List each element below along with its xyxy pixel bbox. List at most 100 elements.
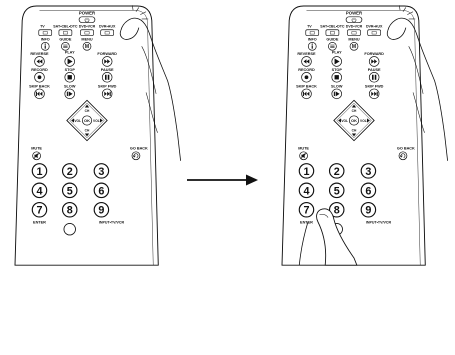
forward-button[interactable] <box>101 56 113 67</box>
info-button[interactable] <box>307 41 317 51</box>
reverse-button[interactable] <box>34 56 45 67</box>
channel-up-icon[interactable] <box>84 104 90 108</box>
digit-7-button[interactable]: 7 <box>298 201 315 218</box>
digit-6-label: 6 <box>365 185 371 197</box>
digit-4-button[interactable]: 4 <box>298 182 315 199</box>
guide-button[interactable] <box>328 41 337 51</box>
skip-fwd-button[interactable] <box>368 88 380 100</box>
digit-8-button[interactable]: 8 <box>328 201 345 218</box>
go-back-button[interactable] <box>398 151 408 161</box>
device-button-3[interactable] <box>367 29 381 36</box>
menu-label: MENU <box>348 38 359 42</box>
volume-down-icon[interactable] <box>338 118 342 123</box>
digit-8-button[interactable]: 8 <box>61 201 78 218</box>
digit-2-button[interactable]: 2 <box>61 163 78 179</box>
volume-up-icon[interactable] <box>99 118 103 123</box>
enter-label: ENTER <box>33 220 46 224</box>
power-label: POWER <box>346 11 363 16</box>
mute-button[interactable] <box>299 151 308 161</box>
channel-down-icon[interactable] <box>84 133 90 137</box>
device-button-0[interactable] <box>38 29 53 36</box>
record-button[interactable] <box>34 72 45 83</box>
fast-forward-icon <box>371 59 378 64</box>
digit-6-button[interactable]: 6 <box>93 182 110 199</box>
digit-4-label: 4 <box>36 185 42 197</box>
forward-label: FORWARD <box>97 52 117 56</box>
play-button[interactable] <box>64 56 75 67</box>
slow-button[interactable] <box>331 88 342 100</box>
stop-button[interactable] <box>331 72 342 83</box>
digit-7-label: 7 <box>36 205 42 217</box>
dvd-icon <box>351 31 357 35</box>
device-label-0: TV <box>40 25 45 29</box>
info-button[interactable] <box>40 41 50 51</box>
volume-up-icon[interactable] <box>366 118 370 123</box>
menu-label: MENU <box>81 38 92 42</box>
transition-arrow <box>187 174 258 186</box>
digit-9-button[interactable]: 9 <box>360 201 377 218</box>
digit-1-button[interactable]: 1 <box>298 163 315 179</box>
record-button[interactable] <box>301 72 312 83</box>
device-label-0: TV <box>307 25 312 29</box>
digit-5-button[interactable]: 5 <box>328 182 345 199</box>
device-button-2[interactable] <box>347 29 361 36</box>
skip-back-button[interactable] <box>301 88 312 100</box>
sat-icon <box>330 31 335 35</box>
menu-button[interactable]: M <box>349 41 359 51</box>
tv-icon <box>42 31 48 35</box>
device-button-1[interactable] <box>58 29 73 36</box>
device-label-2: DVD•VCR <box>346 25 363 29</box>
device-button-3[interactable] <box>100 29 114 36</box>
slow-button[interactable] <box>64 88 75 100</box>
digit-3-label: 3 <box>98 166 104 178</box>
digit-6-button[interactable]: 6 <box>360 182 377 199</box>
pause-button[interactable] <box>101 72 113 83</box>
digit-1-button[interactable]: 1 <box>31 163 48 179</box>
record-label: RECORD <box>298 68 315 72</box>
forward-button[interactable] <box>368 56 380 67</box>
device-button-1[interactable] <box>325 29 340 36</box>
guide-icon <box>63 44 68 48</box>
ok-button[interactable]: OK <box>81 115 93 126</box>
arrow-right-icon <box>246 174 258 186</box>
input-label: INPUT•TV/VCR <box>99 220 125 224</box>
rewind-icon <box>36 59 43 64</box>
digit-0-button[interactable] <box>63 223 76 236</box>
device-label-2: DVD•VCR <box>79 25 96 29</box>
digit-9-button[interactable]: 9 <box>93 201 110 218</box>
guide-button[interactable] <box>61 41 70 51</box>
reverse-button[interactable] <box>301 56 312 67</box>
channel-up-icon[interactable] <box>351 104 357 108</box>
power-button[interactable] <box>78 16 96 23</box>
digit-2-button[interactable]: 2 <box>328 163 345 179</box>
device-button-2[interactable] <box>80 29 94 36</box>
mute-button[interactable] <box>32 151 41 161</box>
digit-4-button[interactable]: 4 <box>31 182 48 199</box>
record-label: RECORD <box>31 68 48 72</box>
sat-icon <box>63 31 68 35</box>
volume-down-icon[interactable] <box>71 118 75 123</box>
power-icon <box>84 18 90 23</box>
digit-5-button[interactable]: 5 <box>61 182 78 199</box>
skip-back-button[interactable] <box>34 88 45 100</box>
play-button[interactable] <box>331 56 342 67</box>
channel-down-icon[interactable] <box>351 133 357 137</box>
digit-3-button[interactable]: 3 <box>360 163 377 179</box>
digit-3-button[interactable]: 3 <box>93 163 110 179</box>
digit-1-label: 1 <box>303 166 309 178</box>
power-button[interactable] <box>345 16 363 23</box>
digit-7-button[interactable]: 7 <box>31 201 48 218</box>
skip-back-icon <box>302 91 310 96</box>
go-back-button[interactable] <box>131 151 141 161</box>
skip-fwd-button[interactable] <box>101 88 113 100</box>
digit-2-label: 2 <box>67 166 73 178</box>
device-button-0[interactable] <box>305 29 320 36</box>
forward-label: FORWARD <box>364 52 384 56</box>
ok-button[interactable]: OK <box>348 115 360 126</box>
stop-button[interactable] <box>64 72 75 83</box>
pause-button[interactable] <box>368 72 380 83</box>
menu-button[interactable]: M <box>82 41 92 51</box>
